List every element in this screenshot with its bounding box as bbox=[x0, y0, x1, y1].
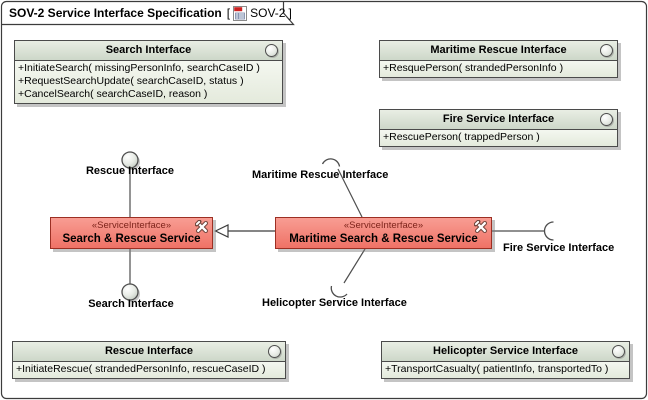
interface-header: Rescue Interface bbox=[13, 342, 285, 362]
service-stereotype: «ServiceInterface» bbox=[91, 220, 172, 231]
port-label-search-interface[interactable]: Search Interface bbox=[88, 298, 174, 310]
interface-header: Search Interface bbox=[15, 41, 282, 61]
ball-icon bbox=[265, 44, 278, 57]
port-label-rescue-interface[interactable]: Rescue Interface bbox=[85, 165, 175, 177]
interface-header: Maritime Rescue Interface bbox=[380, 41, 617, 61]
bracket-close: ] bbox=[288, 6, 292, 20]
operation: +InitiateRescue( strandedPersonInfo, res… bbox=[16, 363, 266, 375]
service-name: Search & Rescue Service bbox=[62, 233, 201, 245]
interface-title: Maritime Rescue Interface bbox=[430, 44, 567, 56]
interface-operations: +InitiateSearch( missingPersonInfo, sear… bbox=[15, 61, 282, 103]
interface-box-helicopter-service[interactable]: Helicopter Service Interface +TransportC… bbox=[381, 341, 630, 379]
interface-operations: +InitiateRescue( strandedPersonInfo, res… bbox=[13, 362, 285, 378]
interface-box-maritime-rescue[interactable]: Maritime Rescue Interface +ResquePerson(… bbox=[379, 40, 618, 78]
service-name: Maritime Search & Rescue Service bbox=[289, 233, 478, 245]
operation: +ResquePerson( strandedPersonInfo ) bbox=[383, 62, 564, 74]
interface-box-fire-service[interactable]: Fire Service Interface +RescuePerson( tr… bbox=[379, 109, 618, 147]
generalization-arrow[interactable] bbox=[214, 224, 276, 238]
interface-title: Search Interface bbox=[105, 44, 192, 56]
interface-box-search[interactable]: Search Interface +InitiateSearch( missin… bbox=[14, 40, 283, 104]
tools-icon bbox=[474, 220, 487, 233]
interface-header: Helicopter Service Interface bbox=[382, 342, 629, 362]
interface-operations: +ResquePerson( strandedPersonInfo ) bbox=[380, 61, 617, 77]
operation: +RequestSearchUpdate( searchCaseID, stat… bbox=[18, 75, 244, 87]
bracket-open: [ bbox=[226, 6, 231, 20]
interface-title: Fire Service Interface bbox=[442, 113, 555, 125]
port-label-maritime-rescue-interface[interactable]: Maritime Rescue Interface bbox=[252, 169, 389, 181]
port-label-fire-service-interface[interactable]: Fire Service Interface bbox=[503, 242, 615, 254]
interface-title: Helicopter Service Interface bbox=[433, 345, 578, 357]
interface-box-rescue[interactable]: Rescue Interface +InitiateRescue( strand… bbox=[12, 341, 286, 379]
diagram-title-tab: SOV-2 Service Interface Specification [ … bbox=[2, 2, 292, 24]
lollipop-rescue-interface[interactable] bbox=[121, 151, 140, 217]
operation: +TransportCasualty( patientInfo, transpo… bbox=[385, 363, 609, 375]
tools-icon bbox=[195, 220, 208, 233]
ball-icon bbox=[600, 44, 613, 57]
operation: +CancelSearch( searchCaseID, reason ) bbox=[18, 88, 208, 100]
operation: +InitiateSearch( missingPersonInfo, sear… bbox=[18, 62, 260, 74]
diagram-ref-label: SOV-2 bbox=[250, 6, 286, 20]
interface-operations: +RescuePerson( trappedPerson ) bbox=[380, 130, 617, 146]
ball-icon bbox=[600, 113, 613, 126]
interface-title: Rescue Interface bbox=[104, 345, 194, 357]
ball-icon bbox=[612, 345, 625, 358]
diagram-title-tab-border bbox=[2, 2, 295, 26]
interface-operations: +TransportCasualty( patientInfo, transpo… bbox=[382, 362, 629, 378]
socket-helicopter-service-interface[interactable] bbox=[330, 248, 366, 298]
ball-icon bbox=[268, 345, 281, 358]
diagram-title: SOV-2 Service Interface Specification bbox=[9, 6, 222, 20]
socket-fire-service-interface[interactable] bbox=[492, 221, 554, 241]
socket-maritime-rescue-interface[interactable] bbox=[321, 158, 363, 218]
service-stereotype: «ServiceInterface» bbox=[343, 220, 424, 231]
diagram-reference: [ SOV-2 ] bbox=[226, 5, 292, 21]
sov-diagram-icon bbox=[233, 5, 248, 21]
port-label-helicopter-service-interface[interactable]: Helicopter Service Interface bbox=[262, 297, 407, 309]
operation: +RescuePerson( trappedPerson ) bbox=[383, 131, 540, 143]
service-box-search-rescue[interactable]: «ServiceInterface» Search & Rescue Servi… bbox=[50, 217, 213, 249]
service-box-maritime-search-rescue[interactable]: «ServiceInterface» Maritime Search & Res… bbox=[275, 217, 492, 249]
interface-header: Fire Service Interface bbox=[380, 110, 617, 130]
lollipop-search-interface[interactable] bbox=[121, 249, 140, 302]
